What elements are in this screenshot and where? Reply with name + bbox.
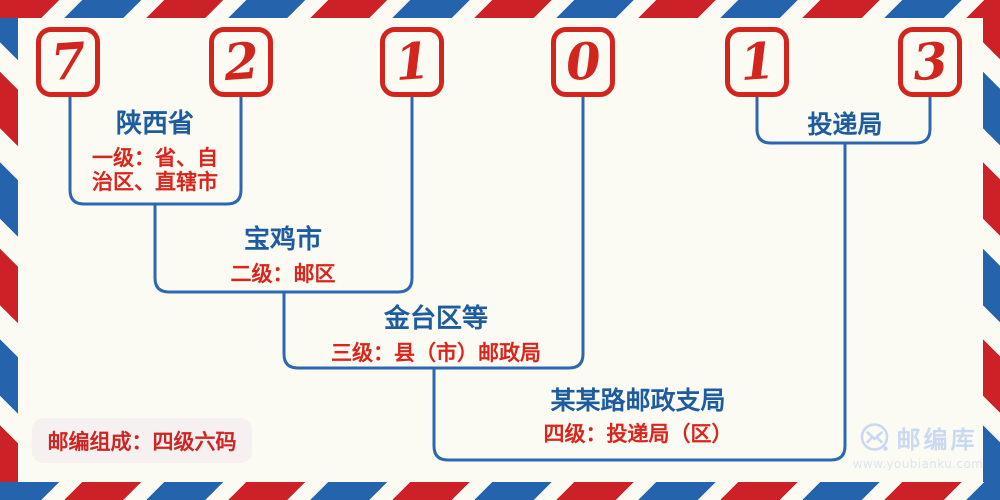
level1-label-group: 陕西省 一级：省、自 治区、直辖市 (92, 110, 218, 194)
level4-description: 四级：投递局（区） (543, 421, 733, 446)
level3-region-name: 金台区等 (383, 304, 488, 334)
level4-region-name: 某某路邮政支局 (550, 386, 726, 415)
digit-box-2: 2 (209, 27, 273, 97)
level3-description: 三级：县（市）邮政局 (331, 340, 541, 365)
composition-text: 邮编组成：四级六码 (47, 429, 237, 454)
digit-1: 7 (48, 30, 88, 93)
digit-5: 1 (737, 30, 777, 93)
airmail-border-bottom (0, 482, 1000, 500)
airmail-border-left (0, 18, 18, 482)
digit-4: 0 (563, 30, 603, 93)
composition-badge: 邮编组成：四级六码 (32, 418, 252, 463)
digit-box-1: 7 (36, 27, 100, 97)
level1-description: 一级：省、自 治区、直辖市 (92, 145, 218, 194)
site-watermark: 邮编库 www.youbianku.com (852, 420, 984, 471)
delivery-bureau-label: 投递局 (807, 110, 883, 139)
airmail-border-right (983, 18, 1000, 482)
digit-6: 3 (910, 30, 950, 93)
bracket-delivery (755, 97, 932, 145)
digit-box-5: 1 (725, 27, 789, 97)
digit-box-3: 1 (380, 27, 444, 97)
bracket-level4 (432, 143, 847, 462)
watermark-brand: 邮编库 (896, 426, 978, 454)
envelope-circle-icon (860, 422, 888, 451)
watermark-url: www.youbianku.com (852, 457, 984, 471)
digit-2: 2 (221, 30, 261, 93)
digit-box-6: 3 (898, 27, 962, 97)
level4-label-group: 某某路邮政支局 四级：投递局（区） (544, 387, 733, 446)
digit-box-4: 0 (551, 27, 615, 97)
digit-3: 1 (392, 30, 432, 93)
level2-region-name: 宝鸡市 (243, 225, 322, 255)
level3-label-group: 金台区等 三级：县（市）邮政局 (331, 305, 541, 365)
level2-description: 二级：邮区 (230, 261, 336, 286)
level1-region-name: 陕西省 (115, 109, 194, 139)
airmail-border-top (0, 0, 1000, 18)
level2-label-group: 宝鸡市 二级：邮区 (231, 226, 336, 286)
